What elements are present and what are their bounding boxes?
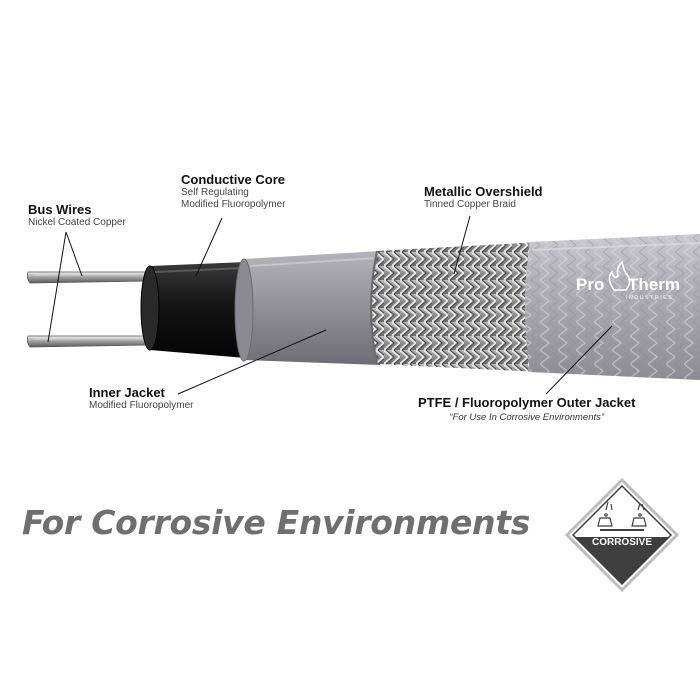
metallic-overshield-title: Metallic Overshield bbox=[424, 184, 543, 199]
bus-wires bbox=[26, 271, 151, 348]
outer-jacket-title: PTFE / Fluoropolymer Outer Jacket bbox=[418, 395, 636, 410]
conductive-core-subtitle-2: Modified Fluoropolymer bbox=[181, 199, 286, 210]
metallic-overshield-subtitle: Tinned Copper Braid bbox=[424, 199, 516, 210]
leader-lines bbox=[47, 215, 613, 395]
bus-wires-title: Bus Wires bbox=[28, 202, 92, 217]
logo-pro: Pro bbox=[576, 275, 604, 294]
flame-icon bbox=[608, 260, 631, 291]
label-outer-jacket: PTFE / Fluoropolymer Outer Jacket “For U… bbox=[418, 395, 635, 423]
core-end-face bbox=[140, 265, 160, 351]
inner-jacket bbox=[239, 251, 380, 365]
conductive-core-subtitle-1: Self Regulating bbox=[181, 187, 249, 198]
corrosive-hazard-icon bbox=[597, 501, 647, 531]
corrosive-badge-label: CORROSIVE bbox=[592, 537, 652, 548]
metallic-overshield bbox=[371, 242, 540, 372]
outer-jacket-note: “For Use In Corrosive Environments” bbox=[449, 412, 605, 423]
conductive-core bbox=[146, 262, 246, 358]
label-metallic-overshield: Metallic Overshield Tinned Copper Braid bbox=[424, 184, 543, 211]
label-inner-jacket: Inner Jacket Modified Fluoropolymer bbox=[89, 385, 194, 412]
inner-jacket-title: Inner Jacket bbox=[89, 385, 165, 400]
label-bus-wires: Bus Wires Nickel Coated Copper bbox=[28, 202, 126, 229]
protherm-logo: Pro Therm INDUSTRIES bbox=[576, 260, 680, 301]
inner-jacket-subtitle: Modified Fluoropolymer bbox=[89, 400, 194, 411]
logo-industries: INDUSTRIES bbox=[626, 295, 673, 301]
conductive-core-title: Conductive Core bbox=[181, 172, 286, 187]
label-conductive-core: Conductive Core Self Regulating Modified… bbox=[181, 172, 286, 211]
logo-therm: Therm bbox=[628, 275, 680, 294]
headline: For Corrosive Environments bbox=[22, 503, 531, 542]
corrosive-badge: CORROSIVE bbox=[564, 477, 680, 593]
inner-jacket-end-face bbox=[234, 258, 254, 362]
bus-wires-subtitle: Nickel Coated Copper bbox=[28, 217, 126, 228]
